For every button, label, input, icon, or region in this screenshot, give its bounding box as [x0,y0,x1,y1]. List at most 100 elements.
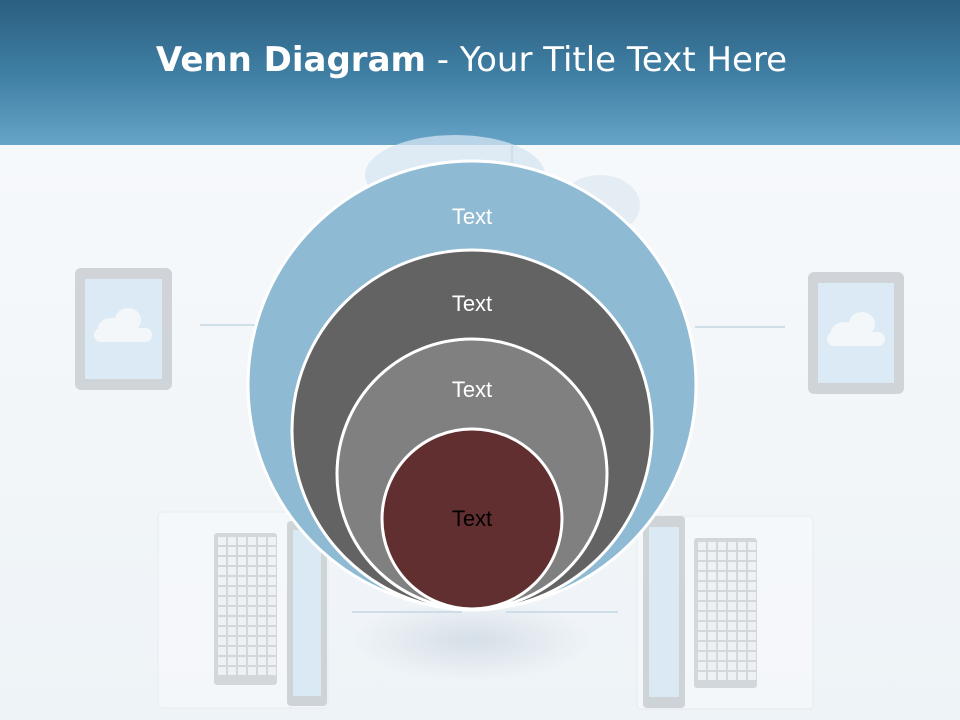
keyboard-key [258,607,266,615]
keyboard-key [258,557,266,565]
laptop-right-icon [636,515,814,710]
circle-second-label: Text [452,291,492,316]
keyboard-key [748,632,756,640]
keyboard-key [258,647,266,655]
keyboard-key [728,642,736,650]
keyboard-key [718,642,726,650]
keyboard-key [718,582,726,590]
keyboard-key [738,562,746,570]
keyboard-key [218,587,226,595]
keyboard-key [718,592,726,600]
circle-inner [380,427,564,611]
keyboard-key [728,592,736,600]
keyboard-key [228,597,236,605]
keyboard-key [218,607,226,615]
keyboard-key [228,547,236,555]
keyboard-key [738,672,746,680]
keyboard-key [268,557,276,565]
keyboard-key [248,657,256,665]
keyboard-key [708,552,716,560]
keyboard-key [698,592,706,600]
circle-outer-label: Text [452,204,492,229]
keyboard-key [228,637,236,645]
slide-title: Venn Diagram - Your Title Text Here [0,40,943,80]
keyboard-key [268,667,276,675]
keyboard-key [258,537,266,545]
keyboard-key [748,552,756,560]
keyboard-key [268,567,276,575]
keyboard-key [718,622,726,630]
keyboard-key [258,627,266,635]
keyboard-key [698,542,706,550]
keyboard-key [748,582,756,590]
keyboard-key [238,647,246,655]
keyboard-key [748,642,756,650]
keyboard-key [708,642,716,650]
venn-diagram: Text Text Text Text [246,159,698,612]
keyboard-key [698,632,706,640]
keyboard-key [268,647,276,655]
keyboard-key [748,662,756,670]
keyboard-key [698,642,706,650]
keyboard-key [748,562,756,570]
title-rest-text: - Your Title Text Here [425,40,788,80]
keyboard-key [228,667,236,675]
keyboard-key [738,592,746,600]
keyboard-key [718,632,726,640]
keyboard-key [728,542,736,550]
keyboard-key [248,597,256,605]
keyboard-key [218,567,226,575]
keyboard-key [238,627,246,635]
title-bar: Venn Diagram - Your Title Text Here [0,0,960,145]
keyboard-key [728,572,736,580]
keyboard-key [728,672,736,680]
keyboard-key [248,617,256,625]
keyboard-key [718,672,726,680]
keyboard-key [718,552,726,560]
keyboard-key [218,657,226,665]
keyboard-key [698,582,706,590]
keyboard-key [698,562,706,570]
keyboard-key [708,612,716,620]
keyboard-key [238,657,246,665]
keyboard-key [248,647,256,655]
keyboard-key [698,672,706,680]
keyboard-key [728,552,736,560]
keyboard-key [218,627,226,635]
keyboard-key [718,572,726,580]
keyboard-key [248,637,256,645]
keyboard-key [708,662,716,670]
keyboard-key [718,542,726,550]
tablet-right-icon [808,272,904,394]
keyboard-key [738,642,746,650]
keyboard-key [258,587,266,595]
keyboard-key [218,647,226,655]
title-bold-text: Venn Diagram [155,40,426,80]
keyboard-key [218,537,226,545]
keyboard-key [718,662,726,670]
keyboard-key [238,637,246,645]
keyboard-key [748,542,756,550]
keyboard-key [708,622,716,630]
keyboard-key [748,592,756,600]
keyboard-key [238,577,246,585]
keyboard-key [268,547,276,555]
keyboard-key [268,597,276,605]
keyboard-key [718,612,726,620]
keyboard-key [708,672,716,680]
keyboard-key [268,577,276,585]
keyboard-key [728,632,736,640]
keyboard-key [228,557,236,565]
keyboard-key [748,622,756,630]
laptop-left-icon [157,511,329,709]
keyboard-key [708,542,716,550]
keyboard-key [728,562,736,570]
keyboard-key [248,567,256,575]
keyboard-key [728,602,736,610]
keyboard-key [708,592,716,600]
keyboard-key [238,607,246,615]
keyboard-key [238,537,246,545]
keyboard-key [698,552,706,560]
keyboard-key [218,667,226,675]
